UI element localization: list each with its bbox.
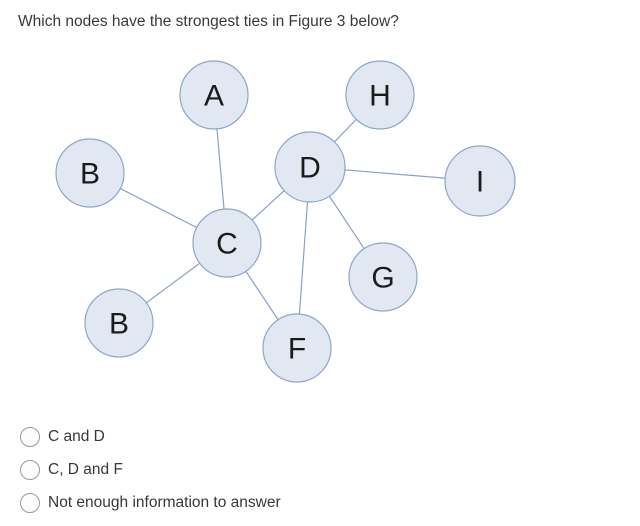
option-label: C, D and F (48, 461, 123, 478)
graph-node-H (345, 60, 415, 130)
graph-node-D (274, 131, 346, 203)
graph-node-F (262, 313, 332, 383)
graph-node-A (179, 60, 249, 130)
graph-node-I (444, 145, 516, 217)
question-text: Which nodes have the strongest ties in F… (18, 13, 399, 30)
graph-node-label-H: H (369, 80, 391, 113)
graph-node-label-G: G (371, 262, 394, 295)
option-label: C and D (48, 428, 105, 445)
graph-node-B1 (55, 138, 125, 208)
graph-node-B2 (84, 288, 154, 358)
option-label: Not enough information to answer (48, 494, 281, 511)
radio-button-option-3[interactable] (20, 493, 40, 513)
graph-node-label-B1: B (80, 158, 100, 191)
radio-button-option-2[interactable] (20, 460, 40, 480)
radio-button-option-1[interactable] (20, 427, 40, 447)
answer-option-1[interactable]: C and D (20, 426, 281, 448)
graph-node-label-B2: B (109, 308, 129, 341)
graph-node-label-A: A (204, 80, 224, 113)
answer-option-3[interactable]: Not enough information to answer (20, 492, 281, 514)
graph-node-label-C: C (216, 228, 238, 261)
graph-node-C (192, 208, 262, 278)
graph-node-label-D: D (299, 152, 321, 185)
figure-3-network-diagram: A H B D I C G B F (55, 60, 516, 383)
graph-node-G (348, 242, 418, 312)
graph-node-label-I: I (476, 166, 484, 199)
graph-node-label-F: F (288, 333, 306, 366)
answer-option-2[interactable]: C, D and F (20, 459, 281, 481)
answer-options: C and D C, D and F Not enough informatio… (20, 426, 281, 525)
